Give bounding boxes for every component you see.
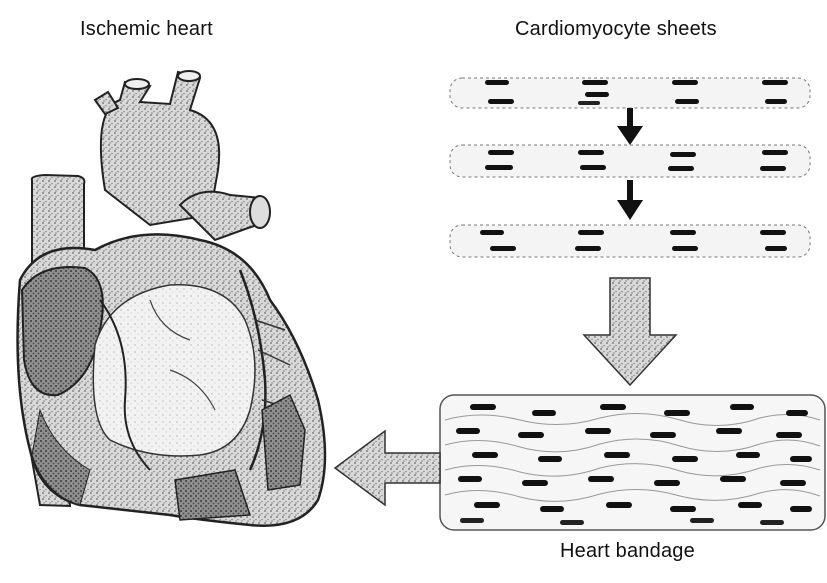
cardiomyocyte-sheet-1 (450, 78, 810, 108)
stack-arrow-1 (617, 108, 643, 145)
left-arrow-icon (335, 431, 440, 505)
stack-arrow-2 (617, 180, 643, 220)
down-arrow-icon (584, 278, 676, 385)
heart-bandage (440, 395, 825, 530)
cardiomyocyte-sheet-3 (450, 225, 810, 257)
cardiomyocyte-sheet-2 (450, 145, 810, 177)
heart-illustration (18, 71, 325, 526)
